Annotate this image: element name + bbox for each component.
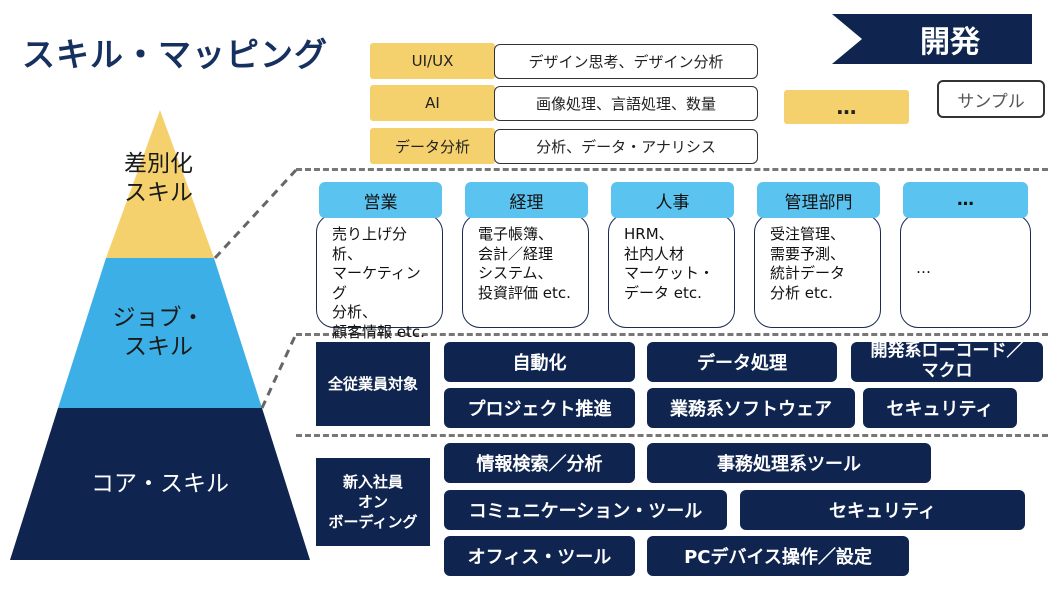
skill-pc-device-settings: PCデバイス操作／設定 — [647, 536, 909, 576]
sample-badge: サンプル — [937, 80, 1045, 118]
skill-office-processing: 事務処理系ツール — [647, 443, 931, 483]
skill-info-search: 情報検索／分析 — [444, 443, 635, 483]
diff-desc-ai: 画像処理、言語処理、数量 — [494, 86, 758, 121]
dept-more-body: … — [900, 214, 1031, 328]
skill-project-management: プロジェクト推進 — [444, 388, 635, 428]
pyramid-middle-segment — [58, 258, 262, 408]
dept-hr-body: HRM、 社内人材 マーケット・ データ etc. — [608, 214, 735, 328]
category-banner — [832, 14, 1032, 64]
skill-office-tools: オフィス・ツール — [444, 536, 635, 576]
connector-middle — [260, 333, 298, 409]
dept-sales-body: 売り上げ分析、 マーケティング 分析、 顧客情報 etc. — [316, 214, 443, 341]
dept-more-header: … — [903, 182, 1028, 218]
dept-sales-header: 営業 — [319, 182, 442, 218]
dept-management-header: 管理部門 — [757, 182, 880, 218]
pyramid-label-job: ジョブ・ スキル — [112, 305, 205, 360]
diff-more: … — [784, 90, 909, 124]
dept-hr-header: 人事 — [611, 182, 734, 218]
page-title: スキル・マッピング — [22, 35, 328, 74]
skill-automation: 自動化 — [444, 342, 635, 382]
divider-differentiation — [296, 168, 1048, 171]
dept-accounting-header: 経理 — [465, 182, 588, 218]
connector-top — [213, 168, 298, 260]
diff-desc-data-analysis: 分析、データ・アナリシス — [494, 129, 758, 164]
all-employees-label: 全従業員対象 — [316, 342, 430, 426]
pyramid-label-differentiation: 差別化 スキル — [124, 151, 193, 206]
pyramid-bottom-segment — [10, 408, 310, 560]
skill-security-onboarding: セキュリティ — [740, 490, 1025, 530]
divider-core — [296, 434, 1048, 437]
diff-tag-data-analysis: データ分析 — [370, 128, 495, 164]
pyramid-top-segment — [106, 110, 214, 258]
diff-tag-ai: AI — [370, 85, 495, 121]
skill-security-all: セキュリティ — [863, 388, 1017, 428]
diff-desc-uiux: デザイン思考、デザイン分析 — [494, 44, 758, 79]
onboarding-label: 新入社員 オン ボーディング — [316, 458, 430, 546]
skill-lowcode-macro: 開発系ローコード／ マクロ — [851, 342, 1043, 382]
skill-business-software: 業務系ソフトウェア — [647, 388, 855, 428]
dept-accounting-body: 電子帳簿、 会計／経理 システム、 投資評価 etc. — [462, 214, 589, 328]
diff-tag-uiux: UI/UX — [370, 43, 495, 79]
skill-communication-tools: コミュニケーション・ツール — [444, 490, 727, 530]
dept-management-body: 受注管理、 需要予測、 統計データ 分析 etc. — [754, 214, 881, 328]
pyramid-label-core: コア・スキル — [91, 471, 229, 497]
skill-data-processing: データ処理 — [647, 342, 837, 382]
divider-job — [296, 333, 1048, 336]
category-banner-label: 開発 — [920, 25, 980, 60]
